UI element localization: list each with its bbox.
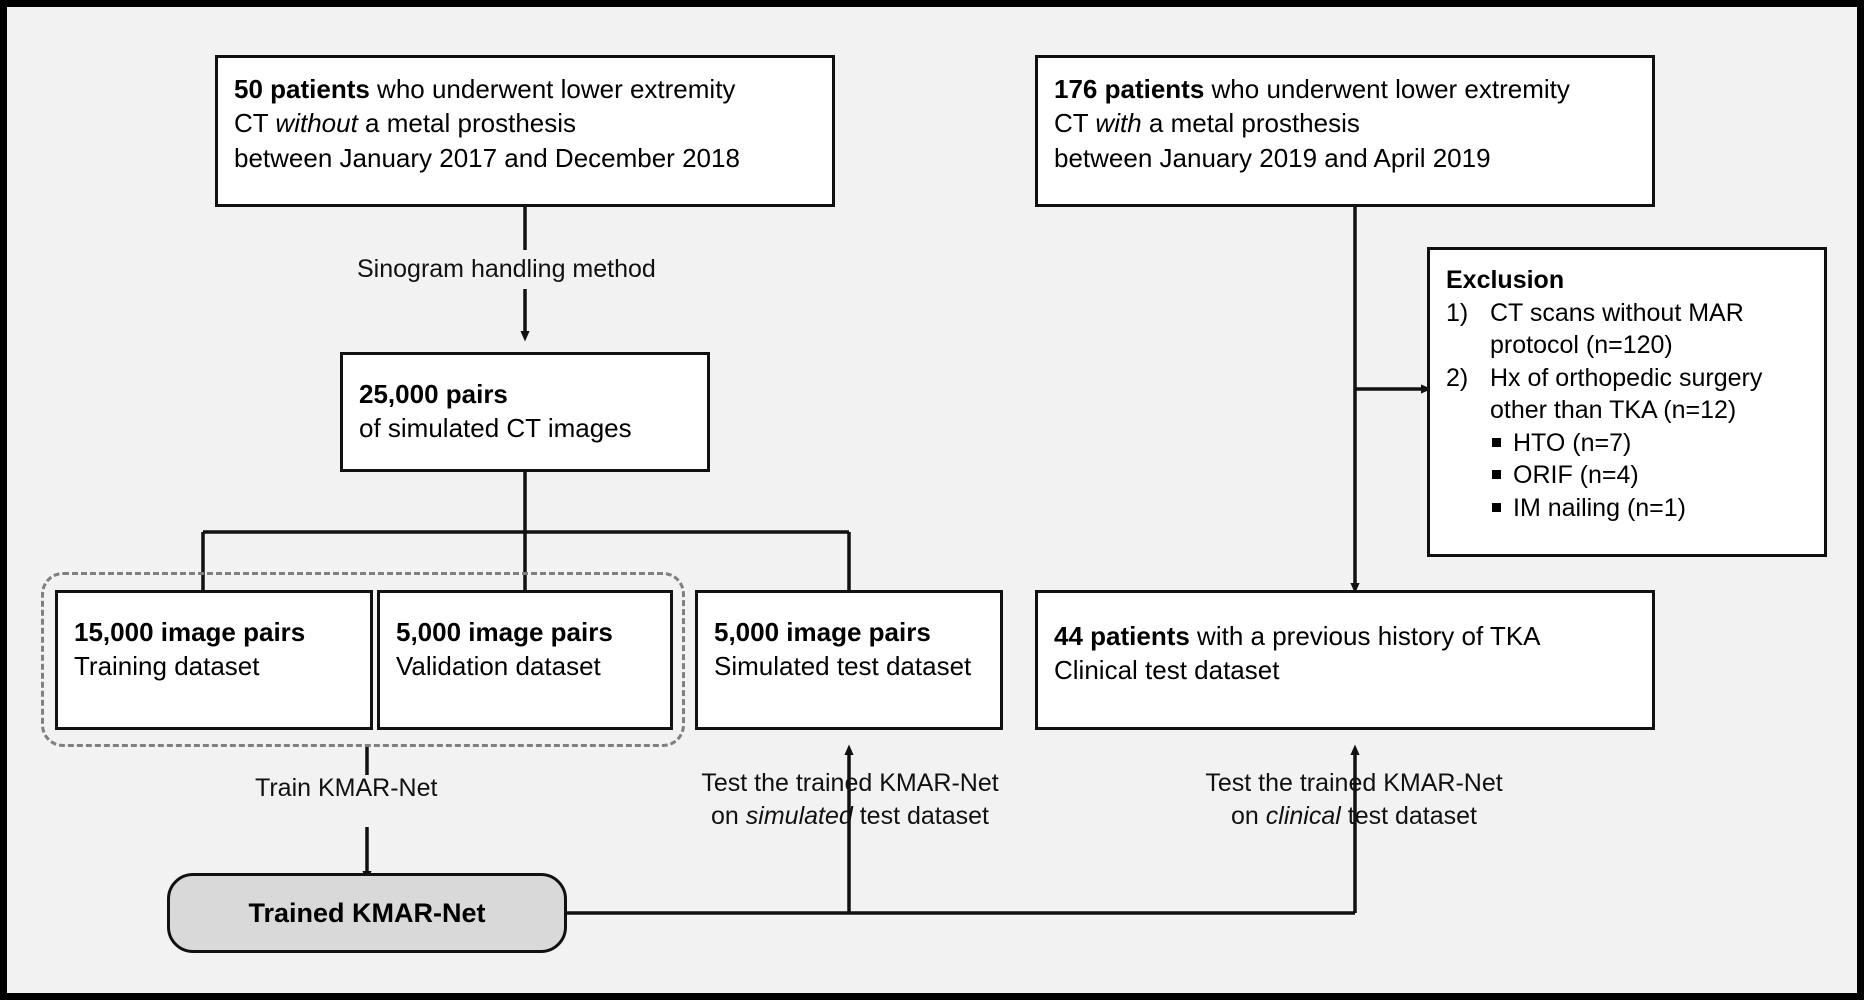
edge-label-sinogram: Sinogram handling method — [357, 255, 656, 283]
source-simulated-line-2: CT without a metal prosthesis — [234, 108, 577, 139]
simulated-test-line-1: 5,000 image pairs — [714, 617, 931, 647]
exclusion-item-text: CT scans without MAR protocol (n=120) — [1490, 298, 1744, 360]
exclusion-title: Exclusion — [1446, 266, 1565, 294]
training-group-outline — [41, 572, 685, 747]
exclusion-subitem-text: ORIF (n=4) — [1513, 461, 1639, 489]
training-line-1: 15,000 image pairs — [74, 617, 306, 647]
training-line-2: Training dataset — [74, 651, 260, 682]
edge-label-test-simulated: Test the trained KMAR-Net on simulated t… — [675, 767, 1025, 832]
simulated-test-line-2: Simulated test dataset — [714, 651, 972, 682]
square-bullet-icon — [1492, 470, 1501, 479]
test-clinical-line-2: on clinical test dataset — [1231, 801, 1477, 830]
square-bullet-icon — [1492, 502, 1501, 512]
simulated-test-dataset-box: 5,000 image pairs Simulated test dataset — [695, 590, 1003, 730]
training-dataset-box: 15,000 image pairs Training dataset — [55, 590, 373, 730]
trained-model-node: Trained KMAR-Net — [167, 873, 567, 953]
validation-line-1: 5,000 image pairs — [396, 617, 613, 647]
source-simulated-line-3: between January 2017 and December 2018 — [234, 142, 740, 173]
exclusion-subitem-text: IM nailing (n=1) — [1513, 493, 1686, 522]
validation-dataset-box: 5,000 image pairs Validation dataset — [377, 590, 673, 730]
exclusion-item: 1) CT scans without MAR protocol (n=120) — [1446, 297, 1808, 362]
exclusion-subitem: IM nailing (n=1) — [1446, 492, 1808, 525]
source-cohort-clinical-box: 176 patients who underwent lower extremi… — [1035, 55, 1655, 207]
edge-label-train: Train KMAR-Net — [255, 774, 438, 802]
pairs-line-1: 25,000 pairs — [359, 379, 508, 409]
exclusion-item: 2) Hx of orthopedic surgery other than T… — [1446, 362, 1808, 427]
exclusion-item-number: 1) — [1446, 298, 1469, 327]
exclusion-item-number: 2) — [1446, 363, 1469, 392]
simulated-pairs-box: 25,000 pairs of simulated CT images — [340, 352, 710, 472]
square-bullet-icon — [1492, 437, 1501, 447]
source-clinical-line-2: CT with a metal prosthesis — [1054, 108, 1360, 139]
source-simulated-line-1: 50 patients who underwent lower extremit… — [234, 74, 736, 104]
source-clinical-line-3: between January 2019 and April 2019 — [1054, 142, 1491, 173]
trained-model-label: Trained KMAR-Net — [248, 897, 486, 928]
test-simulated-line-2: on simulated test dataset — [711, 801, 989, 830]
exclusion-subitem: HTO (n=7) — [1446, 427, 1808, 460]
exclusion-box: Exclusion 1) CT scans without MAR protoc… — [1427, 247, 1827, 557]
source-cohort-simulated-box: 50 patients who underwent lower extremit… — [215, 55, 835, 207]
clinical-test-line-1: 44 patients with a previous history of T… — [1054, 621, 1541, 651]
clinical-test-dataset-box: 44 patients with a previous history of T… — [1035, 590, 1655, 730]
edge-label-test-clinical: Test the trained KMAR-Net on clinical te… — [1179, 767, 1529, 832]
test-clinical-line-1: Test the trained KMAR-Net — [1205, 769, 1503, 797]
exclusion-subitem-text: HTO (n=7) — [1513, 428, 1632, 457]
pairs-line-2: of simulated CT images — [359, 413, 632, 444]
clinical-test-line-2: Clinical test dataset — [1054, 655, 1280, 686]
source-clinical-line-1: 176 patients who underwent lower extremi… — [1054, 74, 1570, 104]
test-simulated-line-1: Test the trained KMAR-Net — [701, 769, 999, 797]
exclusion-subitem: ORIF (n=4) — [1446, 459, 1808, 492]
validation-line-2: Validation dataset — [396, 651, 601, 682]
exclusion-item-text: Hx of orthopedic surgery other than TKA … — [1490, 363, 1763, 425]
